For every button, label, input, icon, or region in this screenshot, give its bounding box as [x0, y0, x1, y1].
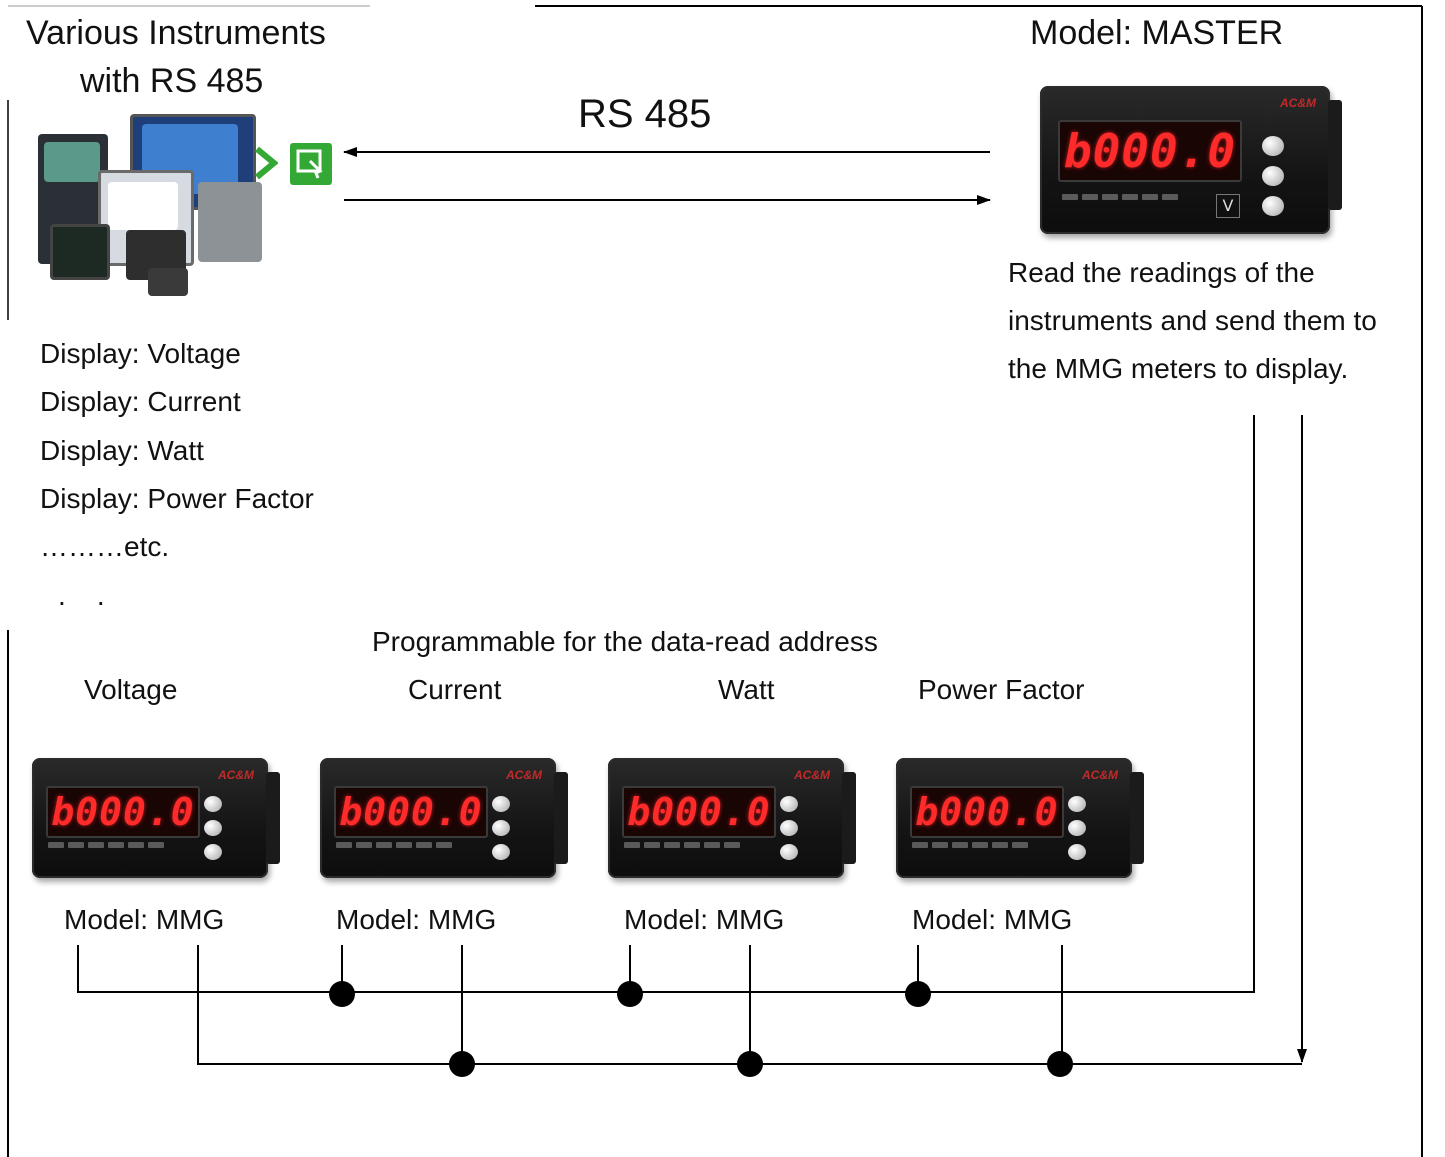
meter-brand: AC&M — [1082, 768, 1118, 782]
display-etc: ………etc. — [40, 531, 170, 562]
chevron-right-icon — [254, 146, 279, 180]
bus-line-b — [197, 945, 1302, 1065]
instruments-title-line2: with RS 485 — [80, 62, 264, 100]
master-model-label: Model: MASTER — [1030, 14, 1284, 52]
slave-model-watt: Model: MMG — [624, 904, 785, 935]
slave-model-current: Model: MMG — [336, 904, 497, 935]
master-desc-line3: the MMG meters to display. — [1008, 353, 1349, 384]
meter-brand: AC&M — [506, 768, 542, 782]
slave-label-current: Current — [408, 674, 502, 705]
bus-line-a — [77, 415, 1255, 993]
slave-label-power-factor: Power Factor — [918, 674, 1085, 705]
master-brand: AC&M — [1280, 96, 1316, 110]
slave-meter-voltage: AC&M b000.0 — [32, 758, 280, 878]
meter-brand: AC&M — [794, 768, 830, 782]
slave-model-power-factor: Model: MMG — [912, 904, 1073, 935]
slaves-heading: Programmable for the data-read address — [372, 626, 878, 657]
slave-meter-watt: AC&M b000.0 — [608, 758, 856, 878]
slave-readout: b000.0 — [622, 786, 776, 838]
display-current: Display: Current — [40, 386, 241, 417]
junction-dot — [329, 981, 355, 1007]
instruments-title-line1: Various Instruments — [26, 14, 326, 52]
touch-panel-icon — [290, 143, 332, 185]
display-dots: . . — [58, 580, 105, 611]
meter-v-icon: V — [1216, 194, 1240, 218]
slave-label-voltage: Voltage — [84, 674, 178, 705]
junction-dot — [617, 981, 643, 1007]
slave-meter-power-factor: AC&M b000.0 — [896, 758, 1144, 878]
junction-dot — [905, 981, 931, 1007]
display-watt: Display: Watt — [40, 435, 204, 466]
slave-readout: b000.0 — [910, 786, 1064, 838]
meter-brand: AC&M — [218, 768, 254, 782]
display-power-factor: Display: Power Factor — [40, 483, 314, 514]
junction-dot — [737, 1051, 763, 1077]
master-desc-line2: instruments and send them to — [1008, 305, 1377, 336]
slave-readout: b000.0 — [334, 786, 488, 838]
master-meter: AC&M b000.0 V — [1040, 86, 1342, 234]
junction-dot — [449, 1051, 475, 1077]
master-desc-line1: Read the readings of the — [1008, 257, 1315, 288]
junction-dot — [1047, 1051, 1073, 1077]
slave-readout: b000.0 — [46, 786, 200, 838]
slave-meter-current: AC&M b000.0 — [320, 758, 568, 878]
rs485-label: RS 485 — [578, 92, 712, 136]
master-readout: b000.0 — [1058, 120, 1242, 182]
slave-label-watt: Watt — [718, 674, 775, 705]
instruments-collage — [38, 112, 338, 312]
slave-model-voltage: Model: MMG — [64, 904, 225, 935]
display-voltage: Display: Voltage — [40, 338, 241, 369]
